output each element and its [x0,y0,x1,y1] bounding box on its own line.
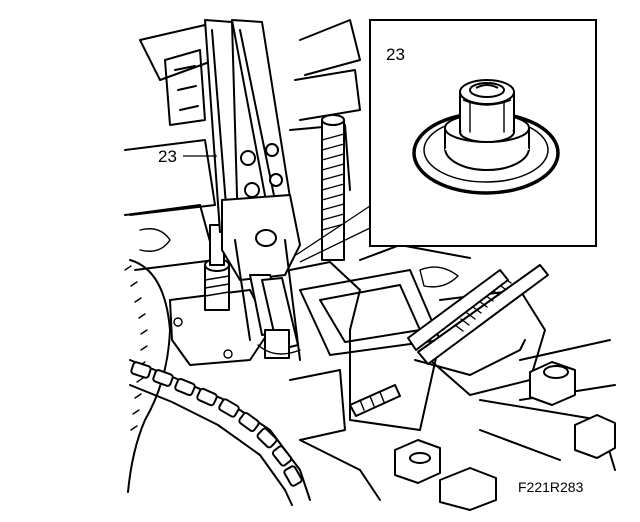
timing-chain [129,359,311,506]
pliers-tool [204,19,301,361]
inset-callout-number: 23 [386,45,405,64]
inset-leader-lines [295,205,371,263]
callout-23: 23 [158,147,217,166]
valve-stem-cap [459,79,515,143]
callout-number: 23 [158,147,177,166]
engine-block [124,19,616,511]
figure-code: F221R283 [518,479,584,495]
detail-inset: 23 [369,19,597,247]
